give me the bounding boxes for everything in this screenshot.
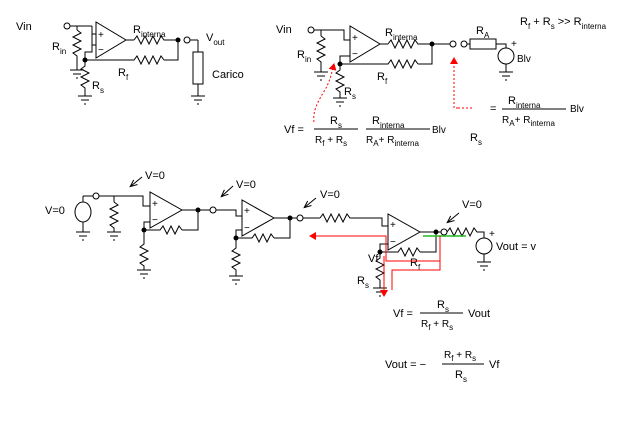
v0-source xyxy=(74,201,92,223)
feedback-path-c xyxy=(309,232,441,262)
r-a-c-resistor xyxy=(446,226,485,238)
condition-text: Rf + Rs >> Rinterna xyxy=(520,16,607,31)
r-interna-c-resistor xyxy=(319,212,388,227)
vf-eq-tail: Blv xyxy=(432,125,446,136)
r-s-resistor xyxy=(79,60,91,96)
r-interna-resistor-b xyxy=(387,38,432,50)
vout-eq-lhs: Vout = − xyxy=(385,359,426,371)
load-label: Carico xyxy=(212,69,244,81)
vout-equation-c: Vout = − Rf + Rs Rs Vf xyxy=(385,350,500,384)
blv-label: Blv xyxy=(517,54,531,65)
opamp-a-plus: + xyxy=(98,30,104,41)
r-in-resistor xyxy=(71,29,83,70)
v0-label-3: V=0 xyxy=(320,189,340,201)
r-f-label: Rf xyxy=(118,67,129,82)
rs-c1-resistor xyxy=(138,230,150,270)
rin-c-resistor xyxy=(108,201,120,232)
feedback-branch-c xyxy=(391,261,441,290)
vout-terminal xyxy=(183,36,191,44)
rs-equation-b: = Rinterna RA+ Rinterna Blv Rs xyxy=(470,95,584,147)
vout-eq-num: Rf + Rs xyxy=(444,350,476,363)
vout-source xyxy=(475,237,493,255)
opamp-c2-plus: + xyxy=(244,206,250,217)
vf-c-eq-num: Rs xyxy=(437,299,449,314)
r-a-resistor xyxy=(469,38,497,50)
feedback-voltage-arrow xyxy=(313,63,337,123)
opamp-a xyxy=(95,21,127,59)
opamp-c1-plus: + xyxy=(152,199,158,210)
vf-c-label: Vf xyxy=(368,253,379,265)
vin-label: Vin xyxy=(16,21,32,33)
opamp-b-plus: + xyxy=(352,33,358,44)
opamp-c3-plus: + xyxy=(390,220,396,231)
r-in-label: Rin xyxy=(52,41,66,56)
r-f-resistor-b xyxy=(339,55,419,70)
opamp-c3 xyxy=(387,213,422,251)
circuit-c: V=0 + − + − xyxy=(45,170,537,384)
r-s-label: Rs xyxy=(92,80,104,95)
r-f-label-b: Rf xyxy=(377,71,388,86)
vf-c-eq-den: Rf + Rs xyxy=(421,319,453,332)
vf-equation-c: Vf = Rs Rf + Rs Vout xyxy=(393,299,490,332)
r-f-resistor xyxy=(84,45,165,66)
r-a-label: RA xyxy=(476,25,490,40)
vf-eq-den2: RA+ Rinterna xyxy=(366,135,419,148)
r-s-label-b: Rs xyxy=(344,86,356,101)
rs-c2-resistor xyxy=(230,238,242,276)
opamp-c1 xyxy=(149,191,184,229)
rs-c-label: Rs xyxy=(357,275,369,290)
opamp-b-minus: − xyxy=(352,49,358,60)
rs-eq-lhs: = xyxy=(490,103,496,115)
rs-eq-num: Rinterna xyxy=(508,95,541,110)
blv-plus: + xyxy=(511,39,517,50)
vf-c-eq-lhs: Vf = xyxy=(393,308,413,320)
vf-eq-lhs: Vf = xyxy=(284,124,304,136)
rs-eq-den: RA+ Rinterna xyxy=(502,115,555,128)
rf-c3-resistor xyxy=(379,243,421,258)
opamp-b xyxy=(349,25,381,63)
r-in-resistor-b xyxy=(315,35,327,72)
vf-c-eq-tail: Vout xyxy=(468,308,490,320)
rf-c2-resistor xyxy=(235,229,275,244)
opamp-a-minus: − xyxy=(98,45,104,56)
vf-eq-num2: Rinterna xyxy=(372,115,405,130)
opamp-c1-minus: − xyxy=(152,215,158,226)
opamp-c2-minus: − xyxy=(244,223,250,234)
vout-c-label: Vout = v xyxy=(496,241,537,253)
r-s-resistor-b xyxy=(334,64,346,98)
r-interna-resistor xyxy=(133,34,178,46)
circuit-a: Vin Rin + − Rinterna Vout Rf Rs Carico xyxy=(16,21,244,105)
vf-eq-den1: Rf + Rs xyxy=(315,135,347,148)
v0-source-label: V=0 xyxy=(45,205,65,217)
rf-c3-label: Rf xyxy=(410,257,421,272)
vin-label-b: Vin xyxy=(276,24,292,36)
circuit-b: Vin Rin + − Rinterna Rf Rs RA + Blv Rf +… xyxy=(276,16,607,148)
v0-label-2: V=0 xyxy=(236,179,256,191)
r-interna-label: Rinterna xyxy=(133,24,166,39)
vf-eq-num1: Rs xyxy=(330,115,342,130)
vout-label: Vout xyxy=(206,32,225,47)
v0-label-1: V=0 xyxy=(145,170,165,182)
source-voltage-arrow xyxy=(450,57,458,109)
load-box xyxy=(192,51,204,85)
rs-eq-under: Rs xyxy=(470,132,482,147)
rs-c3-resistor xyxy=(374,252,386,288)
rf-c1-resistor xyxy=(143,221,183,236)
r-interna-label-b: Rinterna xyxy=(385,27,418,42)
rs-eq-tail: Blv xyxy=(570,104,584,115)
vout-eq-den: Rs xyxy=(455,369,467,384)
vout-eq-tail: Vf xyxy=(489,359,500,371)
opamp-c2 xyxy=(241,199,276,237)
vin-terminal xyxy=(63,22,71,30)
opamp-c3-minus: − xyxy=(390,237,396,248)
v0-label-4: V=0 xyxy=(462,199,482,211)
vf-equation-b: Vf = Rs Rf + Rs Rinterna RA+ Rinterna Bl… xyxy=(284,115,446,148)
vout-source-plus: + xyxy=(489,229,495,240)
vin-terminal-b xyxy=(307,26,315,34)
blv-source xyxy=(497,47,515,65)
r-in-label-b: Rin xyxy=(297,49,311,64)
